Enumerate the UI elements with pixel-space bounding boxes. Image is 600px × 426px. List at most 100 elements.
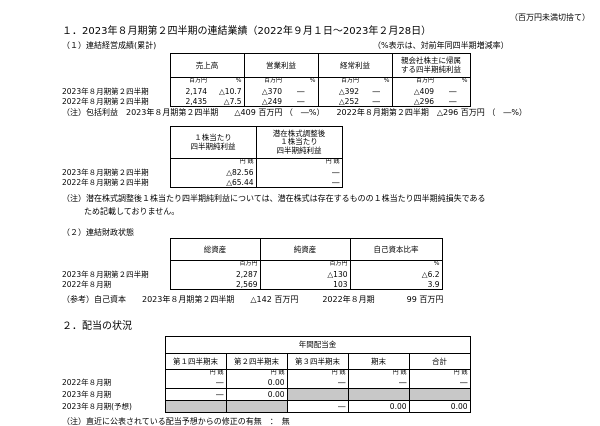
row-label: 2023年８月期第２四半期 (62, 167, 171, 178)
pct-note: （%表示は、対前年同四半期増減率） (373, 41, 509, 50)
unit-yen-sen: 円 銭 (255, 158, 343, 168)
unit-yen: 百万円 (169, 77, 209, 87)
equity-ratio-value: 3.9 (349, 279, 443, 290)
table-row: 2023年８月期第２四半期 △82.56 ― (62, 167, 343, 178)
op-pct: ― (284, 96, 319, 107)
row-label: 2023年８月期(予想) (62, 400, 166, 413)
unit-yen-sen: 円 銭 (347, 369, 410, 378)
unit-yen-sen: 円 銭 (169, 158, 257, 168)
table-row: 2022年８月期第２四半期 2,435 △7.5 △249 ― △252 ― △… (62, 96, 471, 107)
q2-value (225, 400, 288, 413)
year-end-value: ― (347, 377, 410, 389)
section1-subtitle: （１）連結経営成績(累計) (62, 41, 157, 50)
unit-yen: 百万円 (243, 77, 284, 87)
net-value: △296 (391, 96, 436, 107)
net-pct: ― (436, 96, 471, 107)
net-pct: ― (436, 86, 471, 97)
dividends-table: 年間配当金 第１四半期末 第２四半期末 第３四半期末 期末 合計 円 銭 円 銭… (62, 336, 471, 413)
ord-value: △392 (317, 86, 361, 97)
header-q3-end: 第３四半期末 (286, 353, 349, 370)
header-q2-end: 第２四半期末 (225, 353, 288, 370)
diluted-eps-value: ― (255, 177, 343, 188)
q2-value: 0.00 (225, 377, 288, 389)
year-end-value: 0.00 (347, 400, 410, 413)
header-diluted-eps: 潜在株式調整後 １株当たり 四半期純利益 (255, 126, 343, 159)
unit-pct: % (284, 77, 319, 87)
header-sales: 売上高 (169, 53, 245, 78)
comprehensive-income-note: （注）包括利益 2023年８月期第２四半期 △409 百万円 （ ―%） 202… (62, 108, 527, 117)
total-value: 0.00 (408, 400, 471, 413)
total-assets-value: 2,569 (169, 279, 261, 290)
table-row: 2023年８月期 ― 0.00 (62, 388, 471, 401)
unit-yen: 百万円 (317, 77, 361, 87)
unit-yen-sen: 円 銭 (286, 369, 349, 378)
equity-note: （参考）自己資本 2023年８月期第２四半期 △142 百万円 2022年８月期… (62, 295, 444, 304)
header-q1-end: 第１四半期末 (164, 353, 227, 370)
sales-pct: △7.5 (209, 96, 245, 107)
table-row: 2022年８月期 ― 0.00 ― ― ― (62, 377, 471, 389)
header-annual-dividends: 年間配当金 (164, 336, 471, 354)
unit-yen: 百万円 (259, 260, 351, 270)
net-assets-value: 103 (259, 279, 351, 290)
ord-pct: ― (361, 86, 393, 97)
total-value: ― (408, 377, 471, 389)
q1-value (164, 400, 227, 413)
q1-value: ― (164, 388, 227, 401)
table-row: 2023年８月期第２四半期 2,287 △130 △6.2 (62, 269, 443, 280)
q2-value: 0.00 (225, 388, 288, 401)
financial-position-table: 総資産 純資産 自己資本比率 百万円 百万円 % 2023年８月期第２四半期 2… (62, 238, 443, 290)
op-value: △249 (243, 96, 284, 107)
diluted-eps-value: ― (255, 167, 343, 178)
eps-value: △65.44 (169, 177, 257, 188)
section2-subtitle: （２）連結財政状態 (62, 228, 134, 237)
row-label: 2022年８月期 (62, 377, 166, 389)
unit-pct: % (436, 77, 471, 87)
header-year-end: 期末 (347, 353, 410, 370)
unit-yen-sen: 円 銭 (164, 369, 227, 378)
unit-yen-sen: 円 銭 (225, 369, 288, 378)
header-net-assets: 純資産 (259, 238, 351, 261)
unit-pct: % (349, 260, 443, 270)
table-row: 2023年８月期第２四半期 2,174 △10.7 △370 ― △392 ― … (62, 86, 471, 97)
header-net-profit: 親会社株主に帰属 する四半期純利益 (391, 53, 471, 78)
ord-value: △252 (317, 96, 361, 107)
net-value: △409 (391, 86, 436, 97)
unit-pct: % (361, 77, 393, 87)
sales-value: 2,435 (169, 96, 209, 107)
header-equity-ratio: 自己資本比率 (349, 238, 443, 261)
section1-title: １．2023年８月期第２四半期の連結業績（2022年９月１日～2023年２月28… (62, 26, 432, 37)
unit-yen: 百万円 (169, 260, 261, 270)
op-pct: ― (284, 86, 319, 97)
header-ordinary-profit: 経常利益 (317, 53, 393, 78)
sales-pct: △10.7 (209, 86, 245, 97)
table-row: 2022年８月期第２四半期 △65.44 ― (62, 177, 343, 188)
header-eps: １株当たり 四半期純利益 (169, 126, 257, 159)
table-row: 2023年８月期(予想) ― 0.00 0.00 (62, 400, 471, 413)
table-row: 2022年８月期 2,569 103 3.9 (62, 279, 443, 290)
unit-pct: % (209, 77, 245, 87)
row-label: 2022年８月期第２四半期 (62, 177, 171, 188)
q3-value: ― (286, 377, 349, 389)
sales-value: 2,174 (169, 86, 209, 97)
unit-note: （百万円未満切捨て） (510, 13, 590, 22)
header-total-assets: 総資産 (169, 238, 261, 261)
row-label: 2022年８月期第２四半期 (62, 96, 171, 107)
q1-value: ― (164, 377, 227, 389)
op-value: △370 (243, 86, 284, 97)
unit-yen: 百万円 (391, 77, 436, 87)
row-label: 2023年８月期 (62, 388, 166, 401)
eps-note-line1: （注）潜在株式調整後１株当たり四半期純利益については、潜在株式は存在するものの１… (62, 194, 486, 203)
total-assets-value: 2,287 (169, 269, 261, 280)
eps-value: △82.56 (169, 167, 257, 178)
net-assets-value: △130 (259, 269, 351, 280)
header-operating-profit: 営業利益 (243, 53, 319, 78)
results-table: 売上高 営業利益 経常利益 親会社株主に帰属 する四半期純利益 百万円 % 百万… (62, 53, 471, 107)
year-end-value (347, 388, 410, 401)
q3-value (286, 388, 349, 401)
row-label: 2022年８月期 (62, 279, 171, 290)
total-value (408, 388, 471, 401)
row-label: 2023年８月期第２四半期 (62, 269, 171, 280)
header-total: 合計 (408, 353, 471, 370)
q3-value: ― (286, 400, 349, 413)
row-label: 2023年８月期第２四半期 (62, 86, 171, 97)
